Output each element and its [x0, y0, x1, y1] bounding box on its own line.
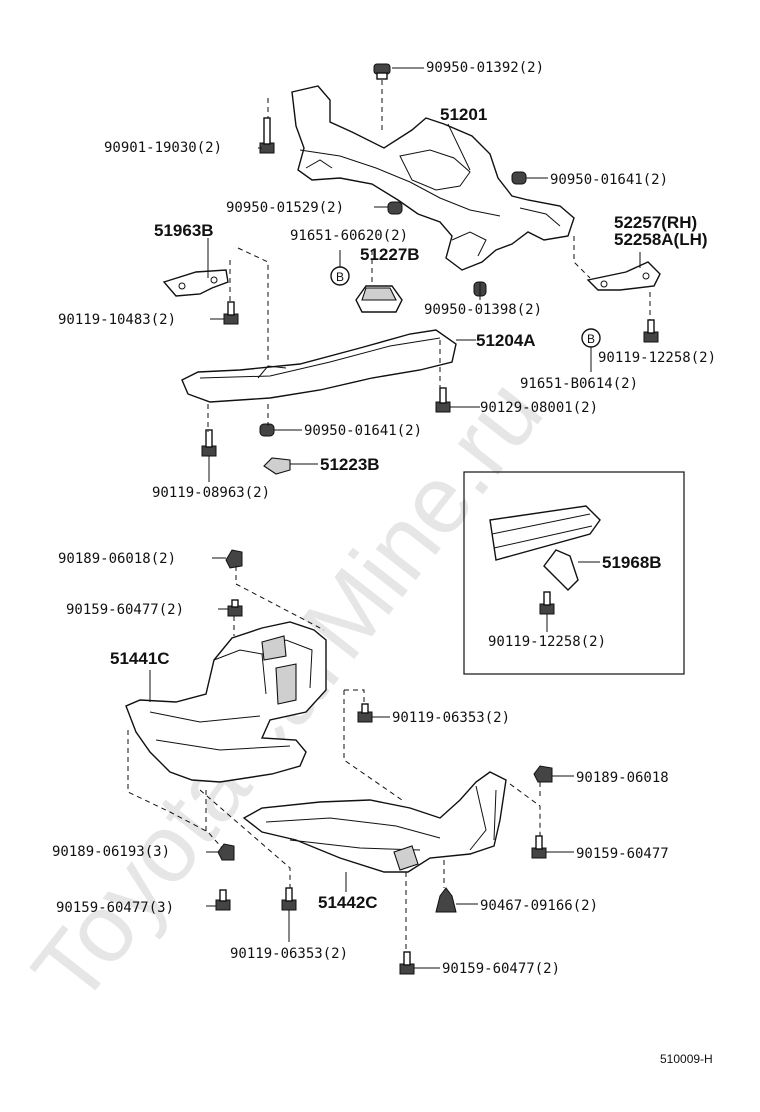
label-51963B[interactable]: 51963B [154, 221, 214, 240]
diagram-reference-code: 510009-H [660, 1052, 713, 1066]
label-90159-60477-right[interactable]: 90159-60477 [576, 846, 669, 862]
label-90950-01398[interactable]: 90950-01398(2) [424, 302, 542, 318]
label-90119-08963[interactable]: 90119-08963(2) [152, 485, 270, 501]
label-51204A[interactable]: 51204A [476, 331, 536, 350]
callout-b-left: B [330, 266, 350, 286]
bushing-90950-01529[interactable] [387, 201, 403, 215]
svg-text:B: B [336, 270, 344, 284]
label-90119-12258-inset[interactable]: 90119-12258(2) [488, 634, 606, 650]
label-90119-10483[interactable]: 90119-10483(2) [58, 312, 176, 328]
clip-90467-09166[interactable] [435, 887, 457, 913]
under-cover-51442C[interactable] [242, 771, 507, 873]
bracket-52257-52258A[interactable] [586, 261, 661, 291]
nut-90189-06018-left[interactable] [225, 549, 243, 569]
beam-51204A[interactable] [181, 329, 457, 403]
label-90119-06353-right[interactable]: 90119-06353(2) [392, 710, 510, 726]
bracket-51963B[interactable] [162, 269, 229, 297]
bolt-90119-10483[interactable] [223, 301, 239, 325]
bolt-90119-12258-upper[interactable] [643, 319, 659, 343]
label-90119-12258-upper[interactable]: 90119-12258(2) [598, 350, 716, 366]
label-90189-06018-left[interactable]: 90189-06018(2) [58, 551, 176, 567]
bushing-90950-01641-lower[interactable] [259, 423, 275, 437]
label-52258A-lh[interactable]: 52258A(LH) [614, 230, 708, 249]
label-90159-60477-left-top[interactable]: 90159-60477(2) [66, 602, 184, 618]
bolt-90159-60477-left-top[interactable] [227, 599, 243, 617]
label-90159-60477-bottom[interactable]: 90159-60477(2) [442, 961, 560, 977]
svg-text:B: B [587, 332, 595, 346]
label-51227B[interactable]: 51227B [360, 245, 420, 264]
label-90119-06353-left[interactable]: 90119-06353(2) [230, 946, 348, 962]
label-90901-19030[interactable]: 90901-19030(2) [104, 140, 222, 156]
label-90467-09166[interactable]: 90467-09166(2) [480, 898, 598, 914]
label-90129-08001[interactable]: 90129-08001(2) [480, 400, 598, 416]
bushing-90950-01641-upper[interactable] [511, 171, 527, 185]
crossmember-51201[interactable] [291, 85, 575, 271]
detail-inset-box [463, 471, 685, 675]
label-51968B[interactable]: 51968B [602, 553, 662, 572]
bolt-90119-06353-left[interactable] [281, 887, 297, 911]
label-91651-60620[interactable]: 91651-60620(2) [290, 228, 408, 244]
under-cover-51441C[interactable] [125, 621, 327, 783]
label-90950-01529[interactable]: 90950-01529(2) [226, 200, 344, 216]
label-90189-06018-right[interactable]: 90189-06018 [576, 770, 669, 786]
clip-51968B[interactable] [543, 549, 579, 591]
label-52257-rh[interactable]: 52257(RH) [614, 213, 697, 232]
part-labels: 90950-01392(2) 51201 90901-19030(2) 9095… [52, 60, 716, 977]
label-90950-01392[interactable]: 90950-01392(2) [426, 60, 544, 76]
mount-51227B[interactable] [355, 285, 403, 313]
bolt-90901-19030[interactable] [259, 117, 275, 154]
bolt-90119-12258-inset[interactable] [539, 591, 555, 615]
bolt-90159-60477-left-bottom[interactable] [215, 889, 231, 911]
nut-90950-01392[interactable] [373, 63, 391, 80]
nut-90189-06018-right[interactable] [533, 765, 553, 783]
label-90950-01641-lower[interactable]: 90950-01641(2) [304, 423, 422, 439]
dashed-guides [127, 80, 651, 950]
pad-51223B[interactable] [263, 457, 291, 475]
label-90189-06193[interactable]: 90189-06193(3) [52, 844, 170, 860]
label-51223B[interactable]: 51223B [320, 455, 380, 474]
bolt-90159-60477-right[interactable] [531, 835, 547, 859]
label-91651-B0614[interactable]: 91651-B0614(2) [520, 376, 638, 392]
label-51442C[interactable]: 51442C [318, 893, 378, 912]
leader-lines [149, 67, 641, 969]
label-51201[interactable]: 51201 [440, 105, 487, 124]
bolt-90159-60477-bottom[interactable] [399, 951, 415, 975]
bolt-90119-06353-right[interactable] [357, 703, 373, 723]
bolt-90119-08963[interactable] [201, 429, 217, 457]
label-90159-60477-left-bottom[interactable]: 90159-60477(3) [56, 900, 174, 916]
rail-detail [489, 505, 601, 561]
label-51441C[interactable]: 51441C [110, 649, 170, 668]
label-90950-01641-upper[interactable]: 90950-01641(2) [550, 172, 668, 188]
callout-b-right: B [581, 328, 601, 348]
